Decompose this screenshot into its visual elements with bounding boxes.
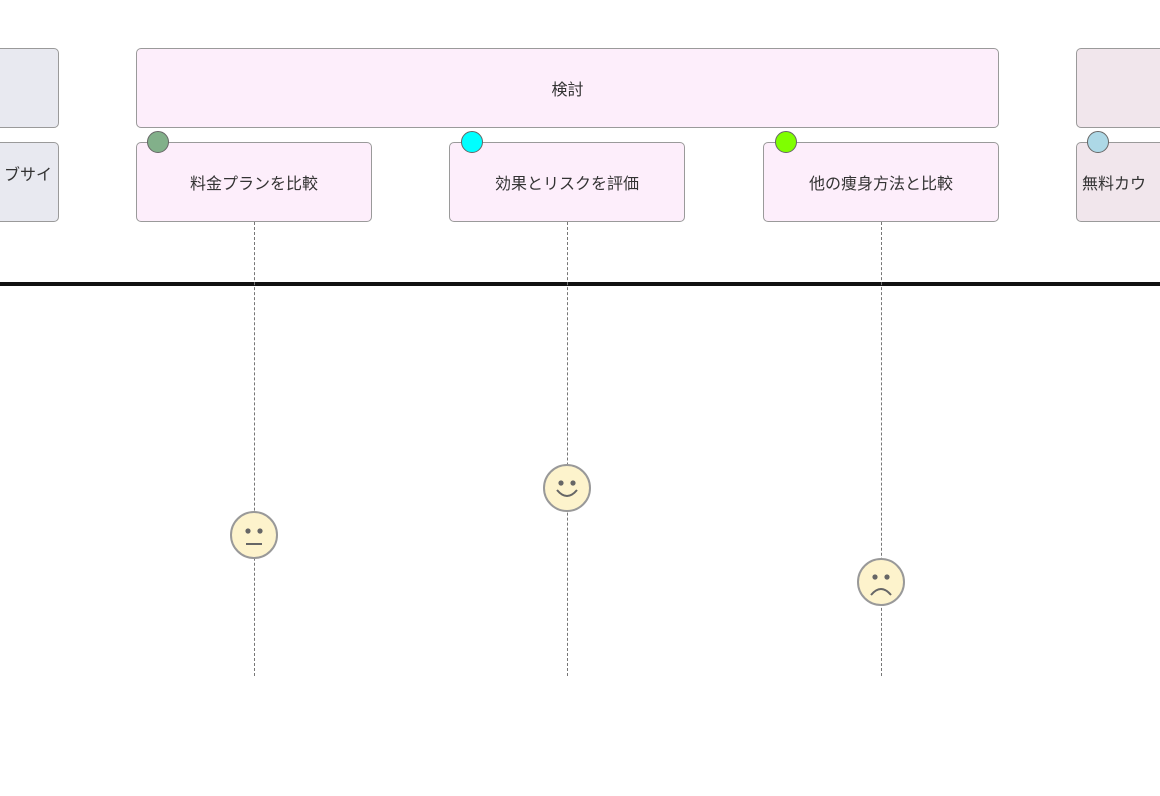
section-box-consider: 検討 xyxy=(136,48,999,128)
happy-face-icon xyxy=(543,464,591,512)
sad-face-icon xyxy=(857,558,905,606)
neutral-face-icon xyxy=(230,511,278,559)
timeline-axis xyxy=(0,282,1160,286)
task-box-other-methods: 他の痩身方法と比較 xyxy=(763,142,999,222)
section-box-right xyxy=(1076,48,1160,128)
task-label-website: ブサイ xyxy=(3,165,52,184)
section-label-consider: 検討 xyxy=(551,80,584,99)
actor-dot-free-counseling xyxy=(1087,131,1109,153)
task-label-evaluate-risk: 効果とリスクを評価 xyxy=(494,174,639,193)
task-line-compare-plans xyxy=(254,222,255,676)
task-line-evaluate-risk xyxy=(567,222,568,676)
task-line-other-methods xyxy=(881,222,882,676)
task-label-compare-plans: 料金プランを比較 xyxy=(189,174,318,193)
task-box-free-counseling: 無料カウ xyxy=(1076,142,1160,222)
actor-dot-other-methods xyxy=(775,131,797,153)
actor-dot-evaluate-risk xyxy=(461,131,483,153)
actor-dot-compare-plans xyxy=(147,131,169,153)
task-box-compare-plans: 料金プランを比較 xyxy=(136,142,372,222)
task-label-other-methods: 他の痩身方法と比較 xyxy=(808,174,953,193)
task-label-free-counseling: 無料カウ xyxy=(1082,174,1147,193)
section-box-left xyxy=(0,48,59,128)
task-box-website: ブサイ xyxy=(0,142,59,222)
task-box-evaluate-risk: 効果とリスクを評価 xyxy=(449,142,685,222)
